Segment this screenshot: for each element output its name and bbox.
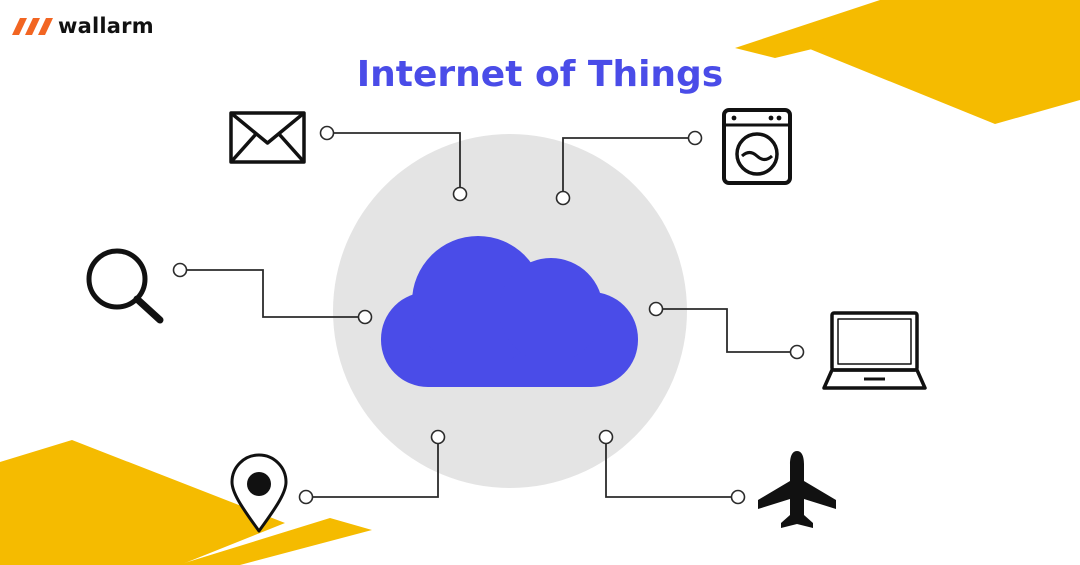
connector-airplane (605, 443, 732, 498)
brand-name: wallarm (58, 14, 154, 38)
magnifier-icon (86, 248, 164, 324)
connector-dot (598, 429, 614, 445)
connector-envelope (333, 132, 461, 188)
connector-laptop (662, 308, 791, 353)
laptop-icon (822, 311, 927, 390)
connector-dot (648, 301, 664, 317)
location-pin-icon (230, 453, 288, 533)
stripe-bottom-left (0, 440, 285, 565)
connector-dot (555, 190, 571, 206)
brand-logo: wallarm (12, 10, 154, 42)
connector-dot (789, 344, 805, 360)
wallarm-logo-icon (12, 18, 53, 35)
connector-dot (452, 186, 468, 202)
stripe-bottom-thin (178, 518, 372, 565)
connector-dot (430, 429, 446, 445)
diagram-title: Internet of Things (356, 54, 724, 95)
connector-washing-machine (562, 137, 689, 192)
connector-dot (319, 125, 335, 141)
connector-dot (298, 489, 314, 505)
connector-dot (687, 130, 703, 146)
connector-dot (730, 489, 746, 505)
envelope-icon (229, 111, 306, 164)
connector-dot (357, 309, 373, 325)
connector-magnifier (186, 269, 359, 318)
connector-location-pin (312, 443, 439, 498)
stripe-top-wide (800, 0, 1080, 124)
airplane-icon (758, 451, 836, 528)
washing-machine-icon (722, 108, 792, 185)
connectors (172, 125, 805, 505)
cloud-icon (381, 236, 638, 387)
connector-dot (172, 262, 188, 278)
